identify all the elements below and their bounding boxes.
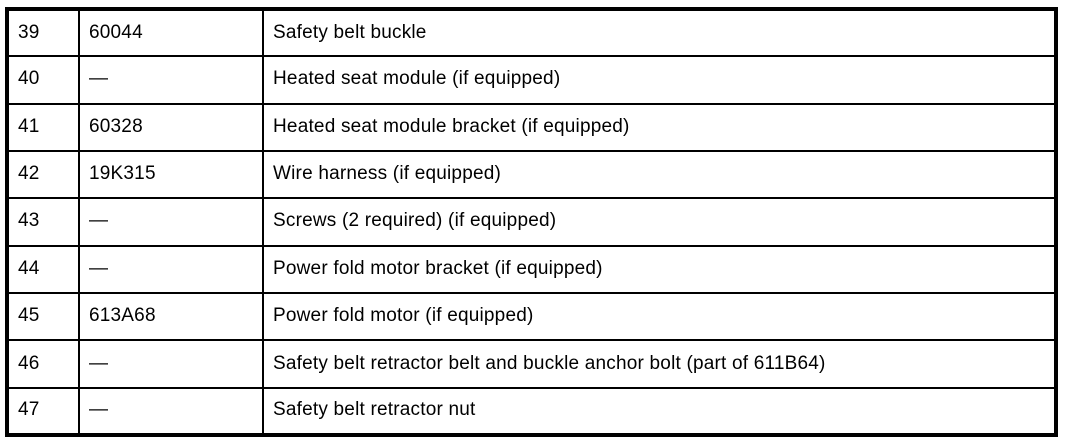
description-cell: Safety belt buckle xyxy=(262,11,1054,58)
description-cell: Heated seat module (if equipped) xyxy=(262,55,1054,105)
item-number-cell: 42 xyxy=(9,149,80,200)
item-number-cell: 45 xyxy=(9,291,80,342)
item-number-cell: 39 xyxy=(9,11,80,58)
part-number-cell: — xyxy=(78,339,264,389)
item-number-cell: 47 xyxy=(9,386,80,433)
description-cell: Power fold motor (if equipped) xyxy=(262,291,1054,342)
table-row: 40 — Heated seat module (if equipped) xyxy=(9,55,1054,105)
table-row: 39 60044 Safety belt buckle xyxy=(9,11,1054,58)
table-row: 47 — Safety belt retractor nut xyxy=(9,386,1054,433)
table-row: 45 613A68 Power fold motor (if equipped) xyxy=(9,291,1054,342)
description-cell: Heated seat module bracket (if equipped) xyxy=(262,102,1054,152)
part-number-cell: — xyxy=(78,197,264,247)
description-cell: Wire harness (if equipped) xyxy=(262,149,1054,200)
parts-table: 39 60044 Safety belt buckle 40 — Heated … xyxy=(9,11,1054,433)
item-number-cell: 43 xyxy=(9,197,80,247)
item-number-cell: 41 xyxy=(9,102,80,152)
part-number-cell: 19K315 xyxy=(78,149,264,200)
part-number-cell: — xyxy=(78,386,264,433)
description-cell: Screws (2 required) (if equipped) xyxy=(262,197,1054,247)
part-number-cell: 60044 xyxy=(78,11,264,58)
item-number-cell: 40 xyxy=(9,55,80,105)
table-row: 44 — Power fold motor bracket (if equipp… xyxy=(9,244,1054,295)
description-cell: Safety belt retractor belt and buckle an… xyxy=(262,339,1054,389)
item-number-cell: 46 xyxy=(9,339,80,389)
description-cell: Power fold motor bracket (if equipped) xyxy=(262,244,1054,295)
table-row: 42 19K315 Wire harness (if equipped) xyxy=(9,149,1054,200)
table-row: 43 — Screws (2 required) (if equipped) xyxy=(9,197,1054,247)
part-number-cell: — xyxy=(78,55,264,105)
part-number-cell: — xyxy=(78,244,264,295)
description-cell: Safety belt retractor nut xyxy=(262,386,1054,433)
parts-table-frame: 39 60044 Safety belt buckle 40 — Heated … xyxy=(5,7,1058,437)
table-row: 46 — Safety belt retractor belt and buck… xyxy=(9,339,1054,389)
table-row: 41 60328 Heated seat module bracket (if … xyxy=(9,102,1054,152)
part-number-cell: 613A68 xyxy=(78,291,264,342)
part-number-cell: 60328 xyxy=(78,102,264,152)
item-number-cell: 44 xyxy=(9,244,80,295)
